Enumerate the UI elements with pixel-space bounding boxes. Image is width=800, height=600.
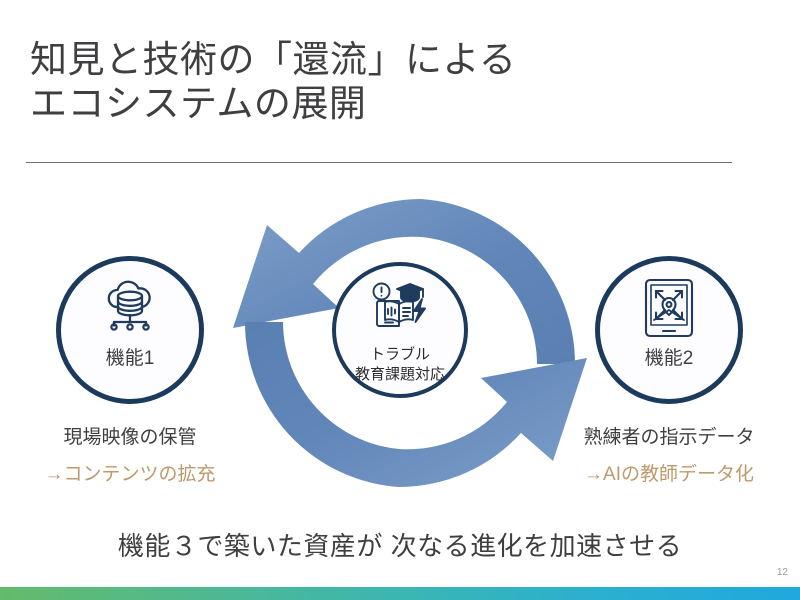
- node-right-circle[interactable]: 機能2: [595, 256, 743, 404]
- footer-gradient-bar: [0, 587, 800, 600]
- node-left-circle[interactable]: 機能1: [56, 256, 204, 404]
- title-line-1: 知見と技術の「還流」による: [30, 39, 517, 80]
- node-left[interactable]: 機能1: [56, 256, 204, 404]
- page-title: 知見と技術の「還流」による エコシステムの展開: [30, 38, 750, 127]
- tablet-location-expand-icon: [640, 277, 698, 344]
- node-right[interactable]: 機能2: [595, 256, 743, 404]
- book-graduation-lightning-icon: [367, 279, 433, 344]
- title-divider: [26, 162, 732, 163]
- node-right-caption-arrow: →AIの教師データ化: [584, 463, 754, 485]
- node-right-caption: 熟練者の指示データ →AIの教師データ化: [554, 426, 784, 487]
- title-line-2: エコシステムの展開: [30, 83, 367, 125]
- page-number: 12: [776, 567, 788, 578]
- node-center[interactable]: トラブル 教育課題対応: [332, 262, 468, 398]
- cloud-database-icon: [99, 277, 161, 344]
- node-center-label-line1: トラブル: [369, 346, 430, 363]
- node-left-caption: 現場映像の保管 →コンテンツの拡充: [15, 426, 245, 487]
- node-right-label: 機能2: [644, 348, 694, 369]
- node-right-caption-main: 熟練者の指示データ: [583, 427, 755, 448]
- node-left-label: 機能1: [105, 348, 155, 369]
- node-left-caption-main: 現場映像の保管: [63, 427, 197, 448]
- clockwise-bottom-arrow: [244, 322, 588, 487]
- node-center-label-line2: 教育課題対応: [354, 366, 445, 384]
- summary-text: 機能３で築いた資産が 次なる進化を加速させる: [117, 531, 683, 561]
- counterclockwise-top-arrow: [233, 199, 576, 364]
- node-left-caption-arrow: →コンテンツの拡充: [44, 463, 216, 485]
- node-center-circle[interactable]: トラブル 教育課題対応: [332, 262, 468, 398]
- cycle-arrows: [215, 168, 605, 518]
